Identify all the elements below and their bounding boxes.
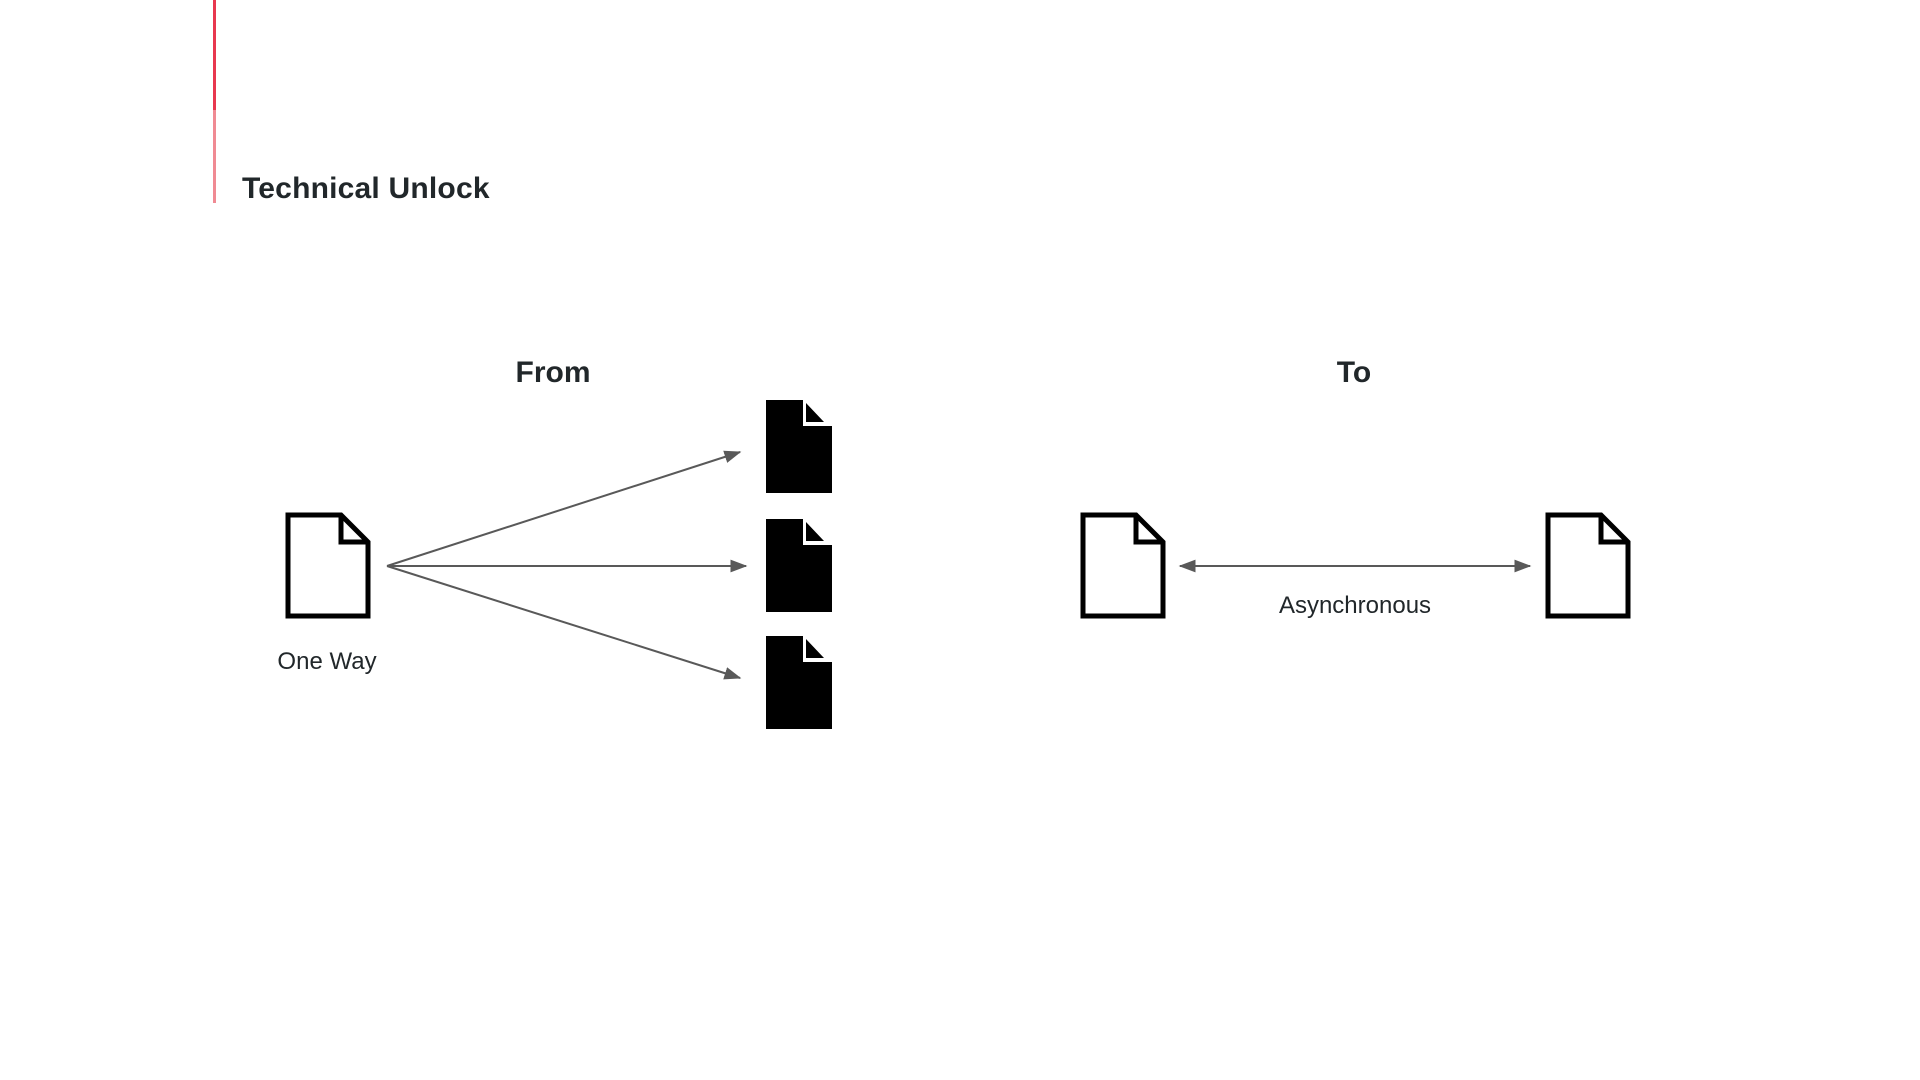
one-to-many-arrows [386,450,748,680]
document-filled-icon [766,636,832,729]
fold-corner-shape [1133,515,1163,545]
page-fill-shape [766,519,832,612]
fold-corner-shape [1598,515,1628,545]
fold-corner-shape [338,515,368,545]
document-outline-icon [1545,512,1631,619]
page-outline-shape [285,512,371,619]
page-title: Technical Unlock [242,172,490,205]
accent-line-bottom [213,110,216,203]
accent-line [213,0,216,203]
fold-corner-shape [806,639,824,658]
page-fill-shape [766,636,832,729]
two-way-arrow [1178,559,1532,573]
arrow-bottom [386,565,742,680]
accent-line-top [213,0,216,110]
fold-corner-shape [806,403,824,422]
one-way-label: One Way [277,648,377,675]
document-filled-icon [766,519,832,612]
asynchronous-label: Asynchronous [1278,592,1432,619]
page-outline-shape [1545,512,1631,619]
page-fill-shape [766,400,832,493]
document-outline-icon [285,512,371,619]
to-heading: To [1336,356,1372,389]
arrow-top [386,450,742,567]
from-heading: From [515,356,591,389]
page-outline-shape [1080,512,1166,619]
document-filled-icon [766,400,832,493]
document-outline-icon [1080,512,1166,619]
fold-corner-shape [806,522,824,541]
